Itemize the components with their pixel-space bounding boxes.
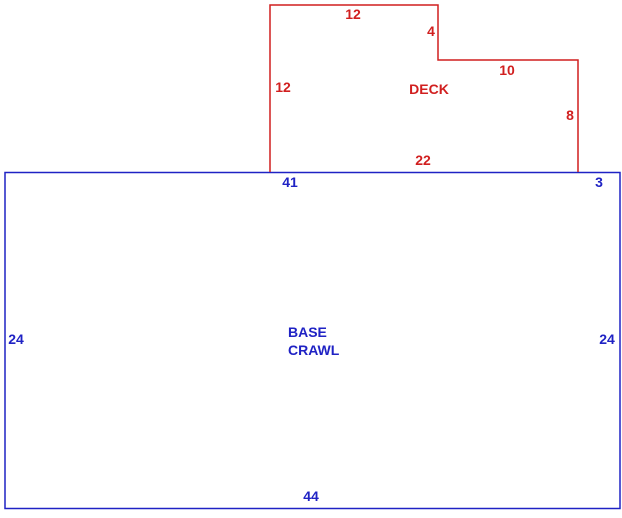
base-dim-bottom: 44 (303, 488, 319, 504)
base-crawl-outline (4, 171, 621, 510)
deck-outline (269, 4, 579, 172)
deck-label: DECK (409, 81, 449, 97)
deck-dim-bottom: 22 (415, 152, 431, 168)
base-dim-left: 24 (8, 331, 24, 347)
base-dim-top-right: 3 (595, 174, 603, 190)
base-dim-top-left: 41 (282, 174, 298, 190)
deck-dim-top: 12 (345, 6, 361, 22)
base-label-line2: CRAWL (288, 342, 340, 358)
deck-dim-left: 12 (275, 79, 291, 95)
base-label-line1: BASE (288, 324, 327, 340)
base-dim-right: 24 (599, 331, 615, 347)
deck-dim-right: 8 (566, 107, 574, 123)
deck-dim-step-height: 4 (427, 23, 435, 39)
deck-dim-step-width: 10 (499, 62, 515, 78)
